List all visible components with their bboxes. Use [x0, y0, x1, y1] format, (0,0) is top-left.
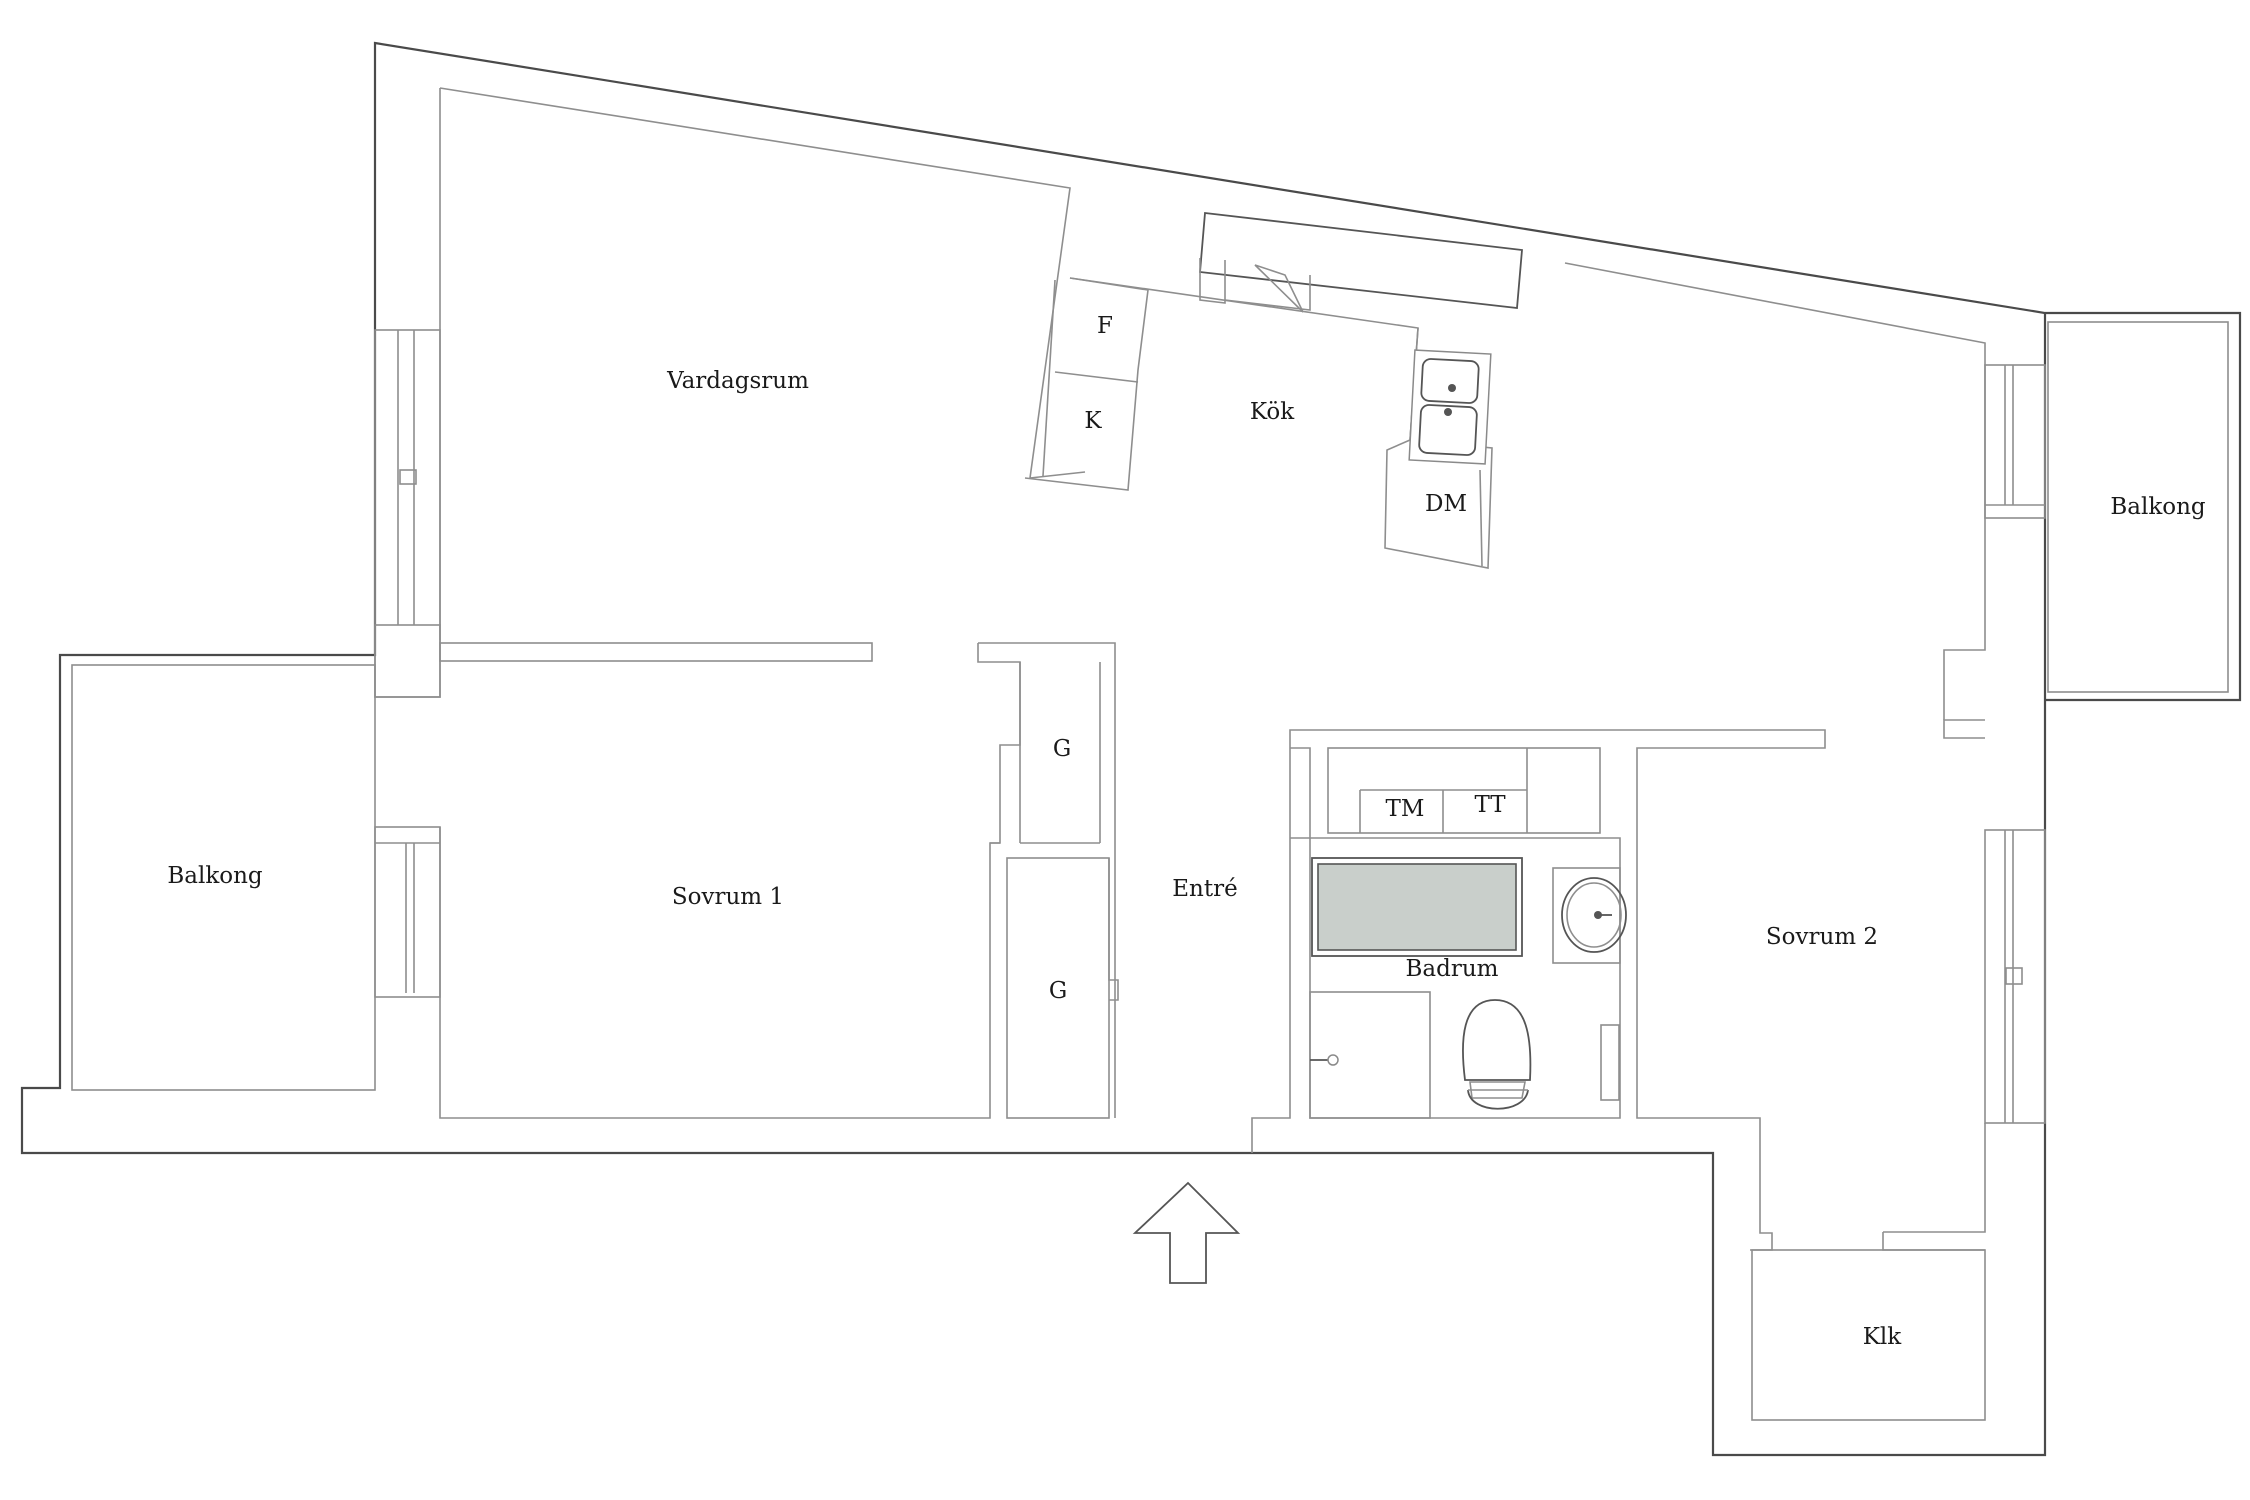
- fixture-label-dryer: TT: [1474, 792, 1506, 818]
- outer-walls: [20, 41, 2047, 1457]
- room-label-vardagsrum: Vardagsrum: [666, 368, 809, 394]
- bathtub-icon: [1311, 857, 1523, 957]
- fixture-labels: F K DM G G TM TT: [1049, 313, 1506, 1004]
- fixture-label-washer: TM: [1386, 796, 1425, 822]
- fixture-label-dishwasher: DM: [1425, 491, 1467, 517]
- room-label-klk: Klk: [1863, 1324, 1903, 1350]
- kitchen-counters: [1024, 211, 1523, 569]
- double-sink-icon: [1408, 349, 1492, 465]
- room-label-entre: Entré: [1172, 876, 1237, 902]
- room-label-balkong-left: Balkong: [167, 863, 263, 889]
- fixture-label-wardrobe-1: G: [1053, 736, 1071, 762]
- inner-walls: [71, 87, 2242, 1421]
- toilet-icon: [1462, 999, 1532, 1110]
- shower-mixer-icon: [1310, 1024, 1620, 1101]
- entrance-arrow-icon: [1132, 1181, 1241, 1284]
- room-label-sovrum2: Sovrum 2: [1766, 924, 1878, 950]
- room-label-balkong-right: Balkong: [2110, 494, 2206, 520]
- room-labels: Vardagsrum Kök Balkong Balkong Sovrum 1 …: [167, 368, 2206, 1350]
- fixture-label-freezer: K: [1084, 408, 1102, 434]
- fixture-label-fridge: F: [1097, 313, 1113, 339]
- room-label-kok: Kök: [1250, 399, 1295, 425]
- room-label-badrum: Badrum: [1406, 956, 1499, 982]
- washbasin-icon: [1552, 867, 1627, 964]
- room-label-sovrum1: Sovrum 1: [672, 884, 784, 910]
- fixture-label-wardrobe-2: G: [1049, 978, 1067, 1004]
